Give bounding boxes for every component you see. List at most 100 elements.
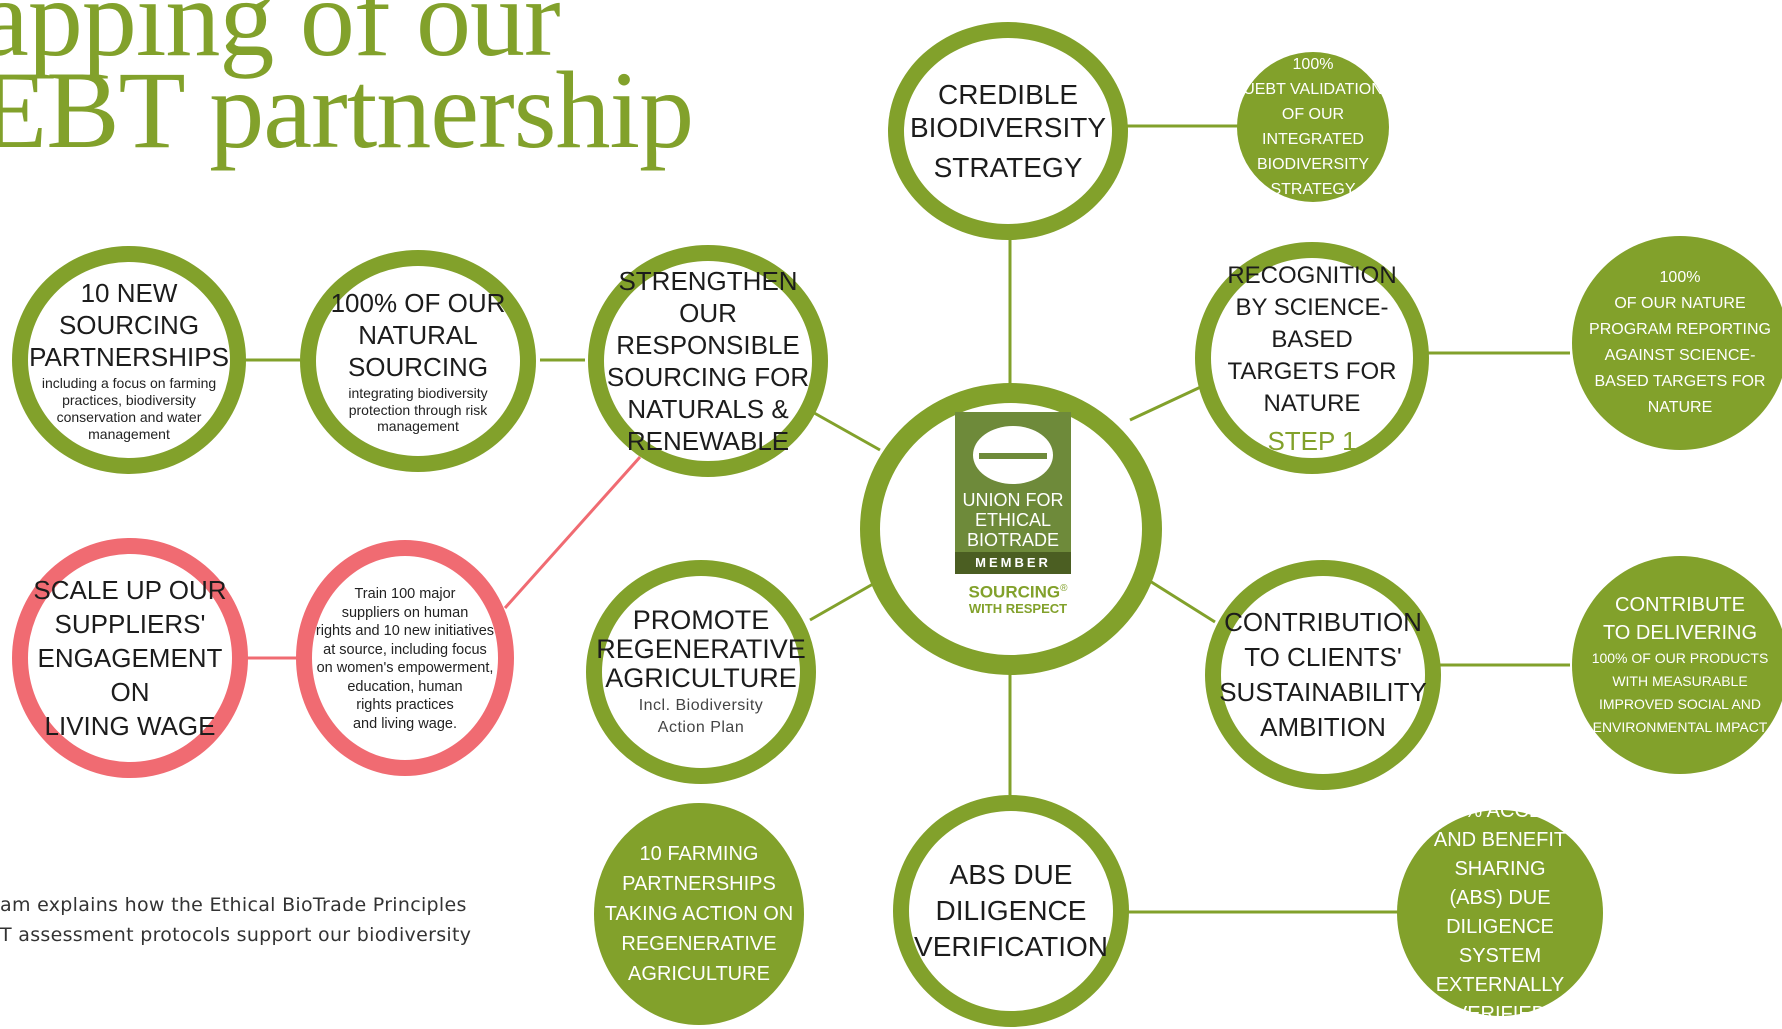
text-line: SYSTEM EXTERNALLY (1435, 945, 1565, 996)
node-contribution-clients: CONTRIBUTION TO CLIENTS' SUSTAINABILITY … (1205, 560, 1441, 790)
node-recognition-sbt: RECOGNITION BY SCIENCE-BASED TARGETS FOR… (1195, 242, 1429, 474)
text-line: IMPROVED SOCIAL AND (1598, 696, 1762, 712)
node-subtext: Train 100 major suppliers on human right… (316, 585, 494, 733)
text-line: 10 FARMING (639, 843, 759, 865)
heading-line: CONTRIBUTION (1224, 607, 1422, 637)
text-line: STRATEGY (1270, 181, 1356, 198)
sourcing-label: SOURCING (968, 582, 1061, 602)
heading-line: VERIFICATION (914, 931, 1108, 962)
text-line: 100% (1292, 56, 1334, 73)
subtext-line: and living wage. (352, 715, 457, 732)
subtext-line: Incl. Biodiversity (638, 696, 764, 714)
with-respect-label: WITH RESPECT (968, 600, 1068, 616)
heading-line: NATURALS & (627, 394, 789, 424)
text-line: REGENERATIVE (621, 933, 777, 955)
node-ebt-validation: 100% UEBT VALIDATION OF OUR INTEGRATED B… (1237, 52, 1389, 202)
node-promote-regenerative: PROMOTE REGENERATIVE AGRICULTURE Incl. B… (586, 560, 816, 784)
text-line: OF OUR INTEGRATED (1262, 106, 1364, 148)
subtext-line: education, human (347, 678, 463, 695)
text-line: PARTNERSHIPS (622, 873, 776, 895)
heading-line: 100% OF OUR (330, 287, 506, 318)
logo-line: ETHICAL (974, 510, 1052, 530)
subtext-line: suppliers on human (341, 604, 469, 621)
node-heading: STRENGTHEN OUR RESPONSIBLE SOURCING FOR … (604, 265, 812, 457)
subtext-line: protection through risk (348, 401, 488, 418)
node-text: 100% UEBT VALIDATION OF OUR INTEGRATED B… (1237, 52, 1389, 202)
link-strengthen-train (503, 456, 642, 609)
heading-line: SOURCING FOR (606, 362, 810, 392)
heading-line: LIVING WAGE (44, 711, 216, 741)
heading-line: BY SCIENCE-BASED (1235, 293, 1389, 353)
text-line: AGRICULTURE (628, 963, 770, 985)
heading-line: CREDIBLE (937, 79, 1079, 111)
text-line: AGAINST SCIENCE- (1604, 347, 1756, 364)
page-title-line-1: apping of our (0, 0, 561, 79)
link-center-promote (809, 578, 881, 622)
heading-line: 10 NEW (80, 278, 178, 309)
text-line: VERIFIED (1453, 1003, 1547, 1025)
node-heading: 10 NEW SOURCING PARTNERSHIPS (29, 277, 229, 373)
node-abs-verification: ABS DUE DILIGENCE VERIFICATION (893, 795, 1129, 1027)
subtext-line: integrating biodiversity (348, 384, 488, 401)
node-heading: CREDIBLE BIODIVERSITY STRATEGY (910, 78, 1106, 183)
node-credible-strategy: CREDIBLE BIODIVERSITY STRATEGY (888, 22, 1128, 240)
heading-line: SCALE UP OUR (33, 575, 227, 605)
subtext-line: management (88, 425, 170, 442)
logo-member: MEMBER (955, 552, 1071, 574)
node-text: 100% ACCESS AND BENEFIT SHARING (ABS) DU… (1397, 797, 1603, 1029)
text-line: AND BENEFIT SHARING (1433, 829, 1567, 880)
subtext-line: on women's empowerment, (316, 660, 494, 676)
logo-line: UNION FOR (962, 490, 1064, 510)
text-line: 100% ACCESS (1431, 800, 1569, 822)
caption-text: am explains how the Ethical BioTrade Pri… (0, 894, 472, 946)
node-heading: PROMOTE REGENERATIVE AGRICULTURE (596, 605, 806, 693)
node-heading: 100% OF OUR NATURAL SOURCING (316, 287, 520, 383)
heading-line: NATURAL SOURCING (347, 319, 489, 382)
ebt-logo: UNION FOR ETHICAL BIOTRADE MEMBER (955, 412, 1071, 574)
heading-line: TO DELIVERING (1602, 622, 1758, 644)
subtext-line: practices, biodiversity (62, 392, 196, 409)
subtext-line: Train 100 major (354, 586, 456, 602)
heading-line: RENEWABLE (626, 426, 790, 456)
heading-line: TO CLIENTS' (1244, 642, 1402, 672)
sourcing-with-respect: SOURCING® WITH RESPECT (950, 580, 1086, 616)
text-line: BASED TARGETS FOR (1594, 373, 1766, 390)
subtext-line: at source, including focus (323, 641, 487, 658)
node-train-suppliers: Train 100 major suppliers on human right… (296, 540, 514, 776)
subtext-line: conservation and water (56, 409, 202, 425)
node-heading: CONTRIBUTION TO CLIENTS' SUSTAINABILITY … (1219, 605, 1427, 745)
page-title-line-2: EBT partnership (0, 49, 694, 171)
heading-line: SUSTAINABILITY (1219, 677, 1427, 707)
node-subtext: Incl. Biodiversity Action Plan (639, 695, 764, 739)
text-line: 100% OF OUR PRODUCTS (1591, 650, 1769, 666)
subtext-line: rights and 10 new initiatives (315, 623, 495, 639)
heading-line: STRATEGY (933, 151, 1083, 183)
logo-line: BIOTRADE (966, 530, 1059, 550)
heading-line: TARGETS FOR NATURE (1227, 357, 1397, 417)
heading-line: DILIGENCE (935, 895, 1087, 926)
node-scale-up-living-wage: SCALE UP OUR SUPPLIERS' ENGAGEMENT ON LI… (12, 538, 248, 778)
ebt-emblem-icon (973, 426, 1053, 484)
text-line: BIODIVERSITY (1256, 156, 1370, 173)
link-center-recognition (1129, 383, 1206, 422)
node-text: 10 FARMING PARTNERSHIPS TAKING ACTION ON… (605, 839, 794, 989)
heading-line: OUR RESPONSIBLE (616, 298, 800, 360)
node-heading: SCALE UP OUR SUPPLIERS' ENGAGEMENT ON LI… (28, 573, 232, 743)
text-line: PROGRAM REPORTING (1589, 321, 1771, 338)
text-line: ENVIRONMENTAL IMPACT (1592, 719, 1768, 735)
node-natural-sourcing: 100% OF OUR NATURAL SOURCING integrating… (300, 250, 536, 472)
node-new-partnerships: 10 NEW SOURCING PARTNERSHIPS including a… (12, 246, 246, 474)
node-contribute-delivering: CONTRIBUTE TO DELIVERING 100% OF OUR PRO… (1572, 556, 1782, 774)
heading-line: AGRICULTURE (605, 662, 797, 693)
node-subtext: integrating biodiversity protection thro… (348, 385, 487, 435)
heading-line: BIODIVERSITY (909, 112, 1107, 144)
node-strengthen-sourcing: STRENGTHEN OUR RESPONSIBLE SOURCING FOR … (588, 245, 828, 477)
node-subtext: including a focus on farming practices, … (42, 375, 216, 442)
node-text: 100% OF OUR PRODUCTS WITH MEASURABLE IMP… (1592, 647, 1769, 739)
heading-line: SOURCING (58, 310, 200, 341)
heading-line: PARTNERSHIPS (29, 342, 229, 373)
heading-line: REGENERATIVE (596, 633, 806, 664)
subtext-line: management (377, 418, 459, 435)
heading-line: CONTRIBUTE (1615, 594, 1745, 616)
